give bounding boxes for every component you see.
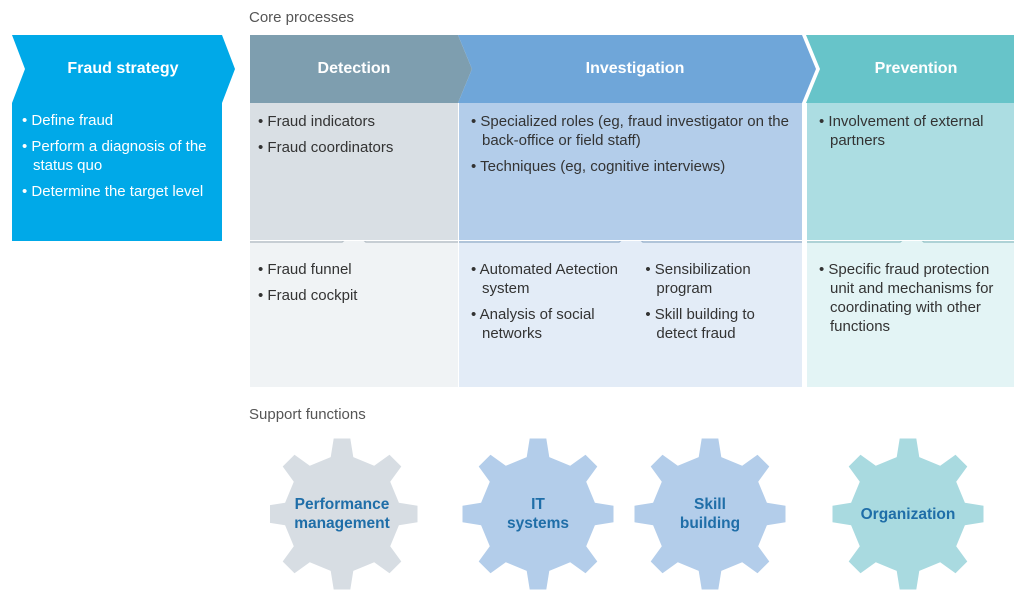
strategy-item: • Define fraud (22, 112, 114, 129)
gear-label-organization: Organization (860, 505, 956, 523)
support-gears (270, 438, 984, 590)
strategy-item: • Determine the target level (22, 183, 204, 200)
detection-top-panel: • Fraud indicators • Fraud coordinators (250, 103, 458, 240)
fraud-strategy-body: • Define fraud • Perform a diagnosis of … (12, 103, 222, 241)
prevention-bottom-item: • Specific fraud protection unit and mec… (819, 261, 994, 335)
prevention-bottom-panel: • Specific fraud protection unit and mec… (807, 241, 1014, 387)
support-functions-label: Support functions (249, 406, 366, 423)
investigation-top-item: • Techniques (eg, cognitive interviews) (471, 158, 726, 175)
detection-divider (250, 241, 458, 243)
detection-bottom-item: • Fraud funnel (258, 261, 352, 278)
core-processes-label: Core processes (249, 9, 355, 26)
detection-bottom-panel: • Fraud funnel • Fraud cockpit (250, 241, 458, 387)
investigation-bottom-item: • Sensibilization program (645, 261, 751, 297)
investigation-bottom-item: • Analysis of social networks (471, 306, 595, 342)
investigation-bottom-panel: • Automated Aetection system • Analysis … (459, 241, 802, 387)
detection-top-item: • Fraud coordinators (258, 139, 394, 156)
prevention-divider (807, 241, 1014, 243)
fraud-strategy-title: Fraud strategy (67, 60, 179, 77)
detection-chevron (250, 35, 472, 103)
gear-label-performance-management: Performance management (294, 496, 390, 532)
gear-icon (832, 438, 984, 590)
prevention-top-item: • Involvement of external partners (819, 113, 984, 149)
fraud-strategy-arrow (12, 35, 235, 103)
investigation-divider (459, 241, 802, 243)
prevention-chevron (806, 35, 1014, 103)
investigation-chevron (458, 35, 816, 103)
investigation-bottom-item: • Automated Aetection system (471, 261, 619, 297)
prevention-top-panel: • Involvement of external partners (807, 103, 1014, 240)
strategy-item: • Perform a diagnosis of the status quo (22, 138, 207, 174)
gear-icon (270, 438, 418, 590)
detection-top-item: • Fraud indicators (258, 113, 375, 130)
gear-icon (462, 438, 614, 590)
investigation-top-item: • Specialized roles (eg, fraud investiga… (471, 113, 789, 149)
investigation-top-panel: • Specialized roles (eg, fraud investiga… (459, 103, 802, 240)
detection-title: Detection (317, 60, 391, 77)
investigation-title: Investigation (585, 60, 685, 77)
detection-bottom-item: • Fraud cockpit (258, 287, 358, 304)
investigation-bottom-item: • Skill building to detect fraud (645, 306, 755, 342)
gear-icon (634, 438, 786, 590)
prevention-title: Prevention (874, 60, 958, 77)
